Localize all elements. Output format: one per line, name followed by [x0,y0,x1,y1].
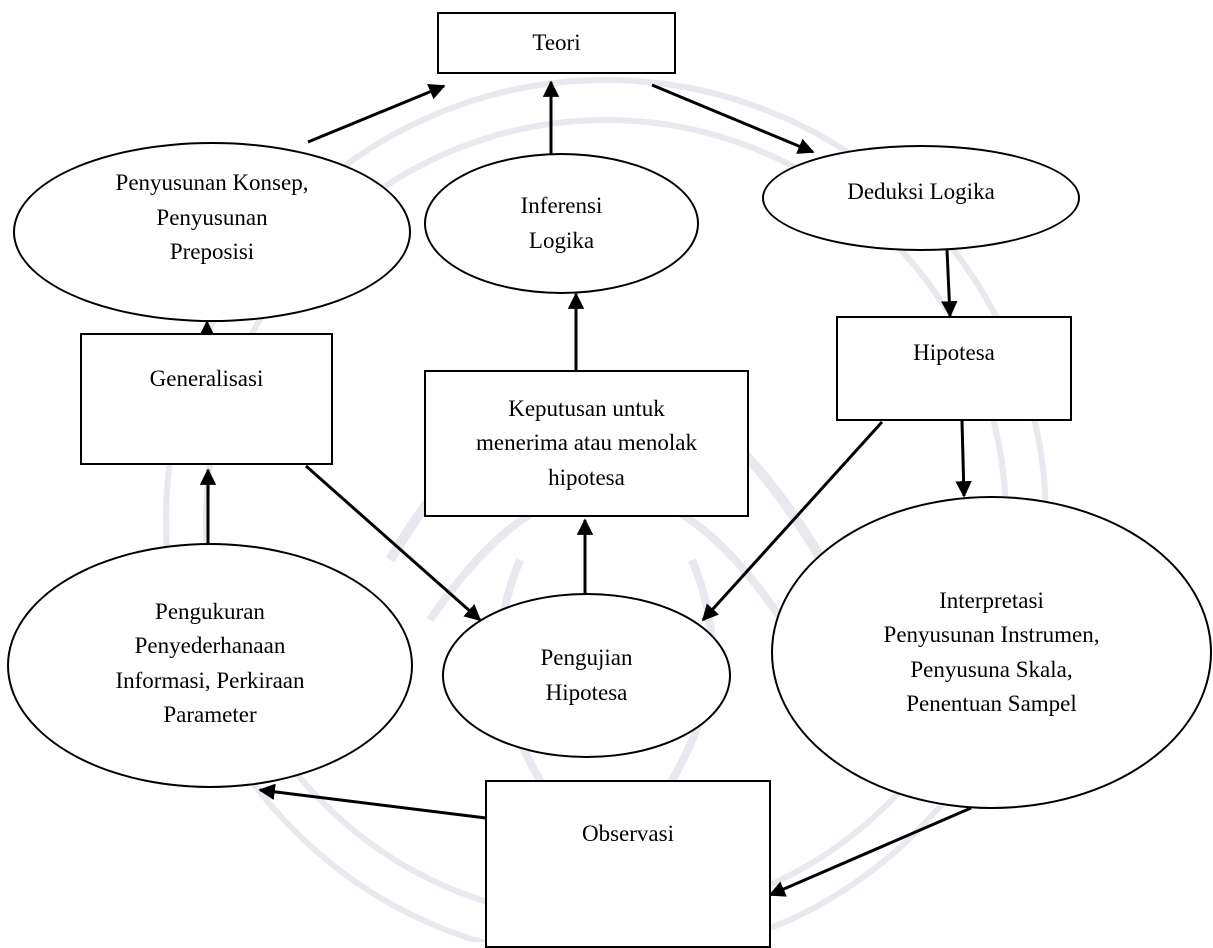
node-deduksi: Deduksi Logika [762,145,1080,251]
node-generalisasi: Generalisasi [80,333,333,465]
arrow-generalisasi-to-pengujian [305,464,482,622]
node-inferensi: Inferensi Logika [424,153,699,294]
node-interpretasi-label: Interpretasi Penyusunan Instrumen, Penyu… [883,587,1100,717]
node-pengukuran: Pengukuran Penyederhanaan Informasi, Per… [7,543,413,788]
node-penyusunan-konsep-label: Penyusunan Konsep, Penyusunan Preposisi [115,170,309,265]
node-keputusan-label: Keputusan untuk menerima atau menolak hi… [476,395,697,490]
arrow-interpretasi-to-observasi [768,806,972,897]
node-deduksi-label: Deduksi Logika [847,178,995,204]
node-keputusan: Keputusan untuk menerima atau menolak hi… [424,370,749,517]
node-teori-label: Teori [532,29,581,55]
node-pengujian: Pengujian Hipotesa [442,593,731,758]
node-teori: Teori [437,12,676,74]
arrow-observasi-to-pengukuran [258,783,487,820]
node-hipotesa: Hipotesa [836,316,1072,421]
node-inferensi-label: Inferensi Logika [520,193,603,253]
arrow-hipotesa-to-interpretasi [955,420,972,498]
arrow-teori-to-deduksi [651,83,815,154]
node-observasi-label: Observasi [582,820,674,846]
node-generalisasi-label: Generalisasi [149,365,264,391]
node-hipotesa-label: Hipotesa [913,340,995,366]
node-penyusunan-konsep: Penyusunan Konsep, Penyusunan Preposisi [13,142,411,322]
node-pengukuran-label: Pengukuran Penyederhanaan Informasi, Per… [115,598,305,728]
arrow-konsep-to-teori [307,84,446,144]
node-pengujian-label: Pengujian Hipotesa [540,645,633,705]
node-interpretasi: Interpretasi Penyusunan Instrumen, Penyu… [771,496,1212,809]
arrow-hipotesa-to-pengujian [701,420,884,622]
arrow-deduksi-to-hipotesa [941,249,958,318]
node-observasi: Observasi [485,780,771,948]
